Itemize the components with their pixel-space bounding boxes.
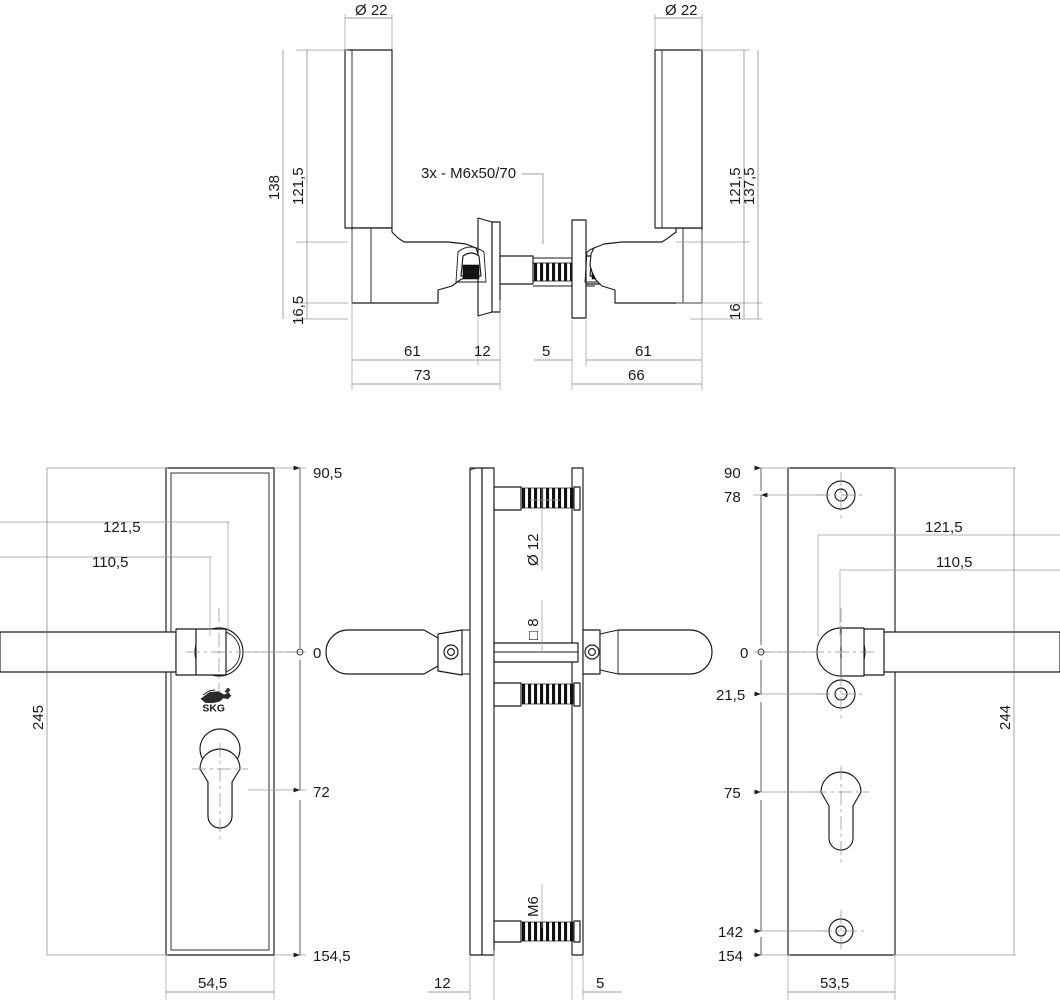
right-view-154-label: 154 (718, 948, 743, 965)
right-view-75-label: 75 (724, 785, 741, 802)
skg-logo: SKG (200, 688, 232, 715)
left-view-keyhole (192, 728, 248, 840)
top-dim-61-right-label: 61 (635, 343, 652, 360)
top-left-vertical-dimensions (282, 49, 348, 320)
side-top-screw (493, 486, 581, 511)
left-plate-outline (165, 467, 275, 956)
side-right-lever (582, 629, 713, 675)
top-dim-61-left-label: 61 (404, 343, 421, 360)
side-12-label: 12 (434, 975, 451, 992)
right-view-top-fixing-hole (816, 472, 866, 520)
left-view-horizontal-dims (0, 521, 230, 636)
left-view-72-label: 72 (313, 784, 330, 801)
side-m6-label: M6 (525, 896, 542, 917)
right-view-110-5-label: 110,5 (936, 554, 972, 571)
svg-text:SKG: SKG (202, 704, 225, 715)
right-view-244-dimension (893, 467, 1016, 956)
right-view-keyhole (813, 766, 869, 864)
right-view-bottom-fixing-hole (818, 910, 864, 952)
top-dim-73-label: 73 (414, 367, 431, 384)
top-left-121-5-label: 121,5 (290, 167, 307, 205)
side-left-plate-body (481, 467, 495, 956)
left-view-245-dimension (46, 467, 168, 956)
left-view-lever (0, 628, 197, 676)
side-section-view: Ø 12 □ 8 M6 12 5 (325, 467, 713, 1000)
right-view-horizontal-dims (817, 534, 1060, 636)
top-right-16-label: 16 (727, 303, 744, 320)
top-right-121-5-label: 121,5 (727, 167, 744, 205)
side-square8-label: □ 8 (525, 618, 542, 640)
side-bottom-screw-upper (493, 682, 581, 707)
side-square-spindle (493, 642, 579, 663)
left-grub-screw (455, 246, 487, 283)
side-right-plate (571, 467, 584, 956)
top-left-16-5-label: 16,5 (290, 296, 307, 325)
screw-note-label: 3x - M6x50/70 (421, 165, 516, 182)
top-dia-right-label: Ø 22 (665, 2, 698, 19)
right-view-origin-label: 0 (740, 645, 748, 662)
top-dim-12-label: 12 (474, 343, 491, 360)
side-lowest-screw (493, 920, 581, 943)
left-view-154-5-label: 154,5 (313, 948, 351, 965)
right-view-width-dimension (787, 955, 896, 1000)
top-bottom-right-dimensions (534, 230, 703, 390)
left-view-121-5-label: 121,5 (103, 519, 141, 536)
left-view-origin-label: 0 (313, 645, 321, 662)
top-dia-left-dimension (344, 14, 393, 50)
top-left-138-label: 138 (266, 175, 283, 200)
left-view-right-dim-chain (248, 465, 306, 958)
top-right-vertical-dimensions (676, 49, 762, 320)
right-handle-grip (654, 49, 703, 229)
left-view-90-5-label: 90,5 (313, 465, 342, 482)
side-left-plate (469, 467, 483, 956)
front-left-plate-view: SKG 121,5 110,5 245 (0, 465, 351, 1000)
right-view-lever (863, 628, 1060, 676)
left-view-110-5-label: 110,5 (92, 554, 128, 571)
right-plate-outline (787, 467, 896, 956)
right-view-78-label: 78 (724, 489, 741, 506)
left-view-245-label: 245 (30, 705, 47, 730)
right-view-142-label: 142 (718, 924, 743, 941)
left-handle-grip (344, 49, 393, 229)
left-view-54-5-label: 54,5 (198, 975, 227, 992)
right-view-121-5-label: 121,5 (925, 519, 963, 536)
top-section-view: Ø 22 Ø 22 (266, 2, 762, 390)
top-dim-5-label: 5 (542, 343, 550, 360)
top-dia-right-dimension (654, 14, 703, 50)
right-view-left-dim-chain (753, 465, 828, 958)
side-thickness-dimensions (428, 950, 622, 1000)
left-view-width-dimension (165, 955, 275, 1000)
top-bottom-left-dimensions (351, 230, 501, 390)
right-view-244-label: 244 (997, 705, 1014, 730)
side-dia12-label: Ø 12 (525, 533, 542, 566)
side-left-lever (325, 629, 471, 676)
right-view-21-5-label: 21,5 (716, 687, 745, 704)
top-right-137-5-label: 137,5 (741, 167, 758, 205)
right-view-90-label: 90 (724, 465, 741, 482)
side-5-label: 5 (596, 975, 604, 992)
top-dia-left-label: Ø 22 (355, 2, 388, 19)
screw-note-leader (522, 173, 544, 244)
front-right-plate-view: 90 78 0 21,5 75 142 154 121,5 110,5 244 … (716, 465, 1060, 1000)
right-view-53-5-label: 53,5 (820, 975, 849, 992)
side-dia12-leader (530, 487, 560, 570)
top-dim-66-label: 66 (628, 367, 645, 384)
